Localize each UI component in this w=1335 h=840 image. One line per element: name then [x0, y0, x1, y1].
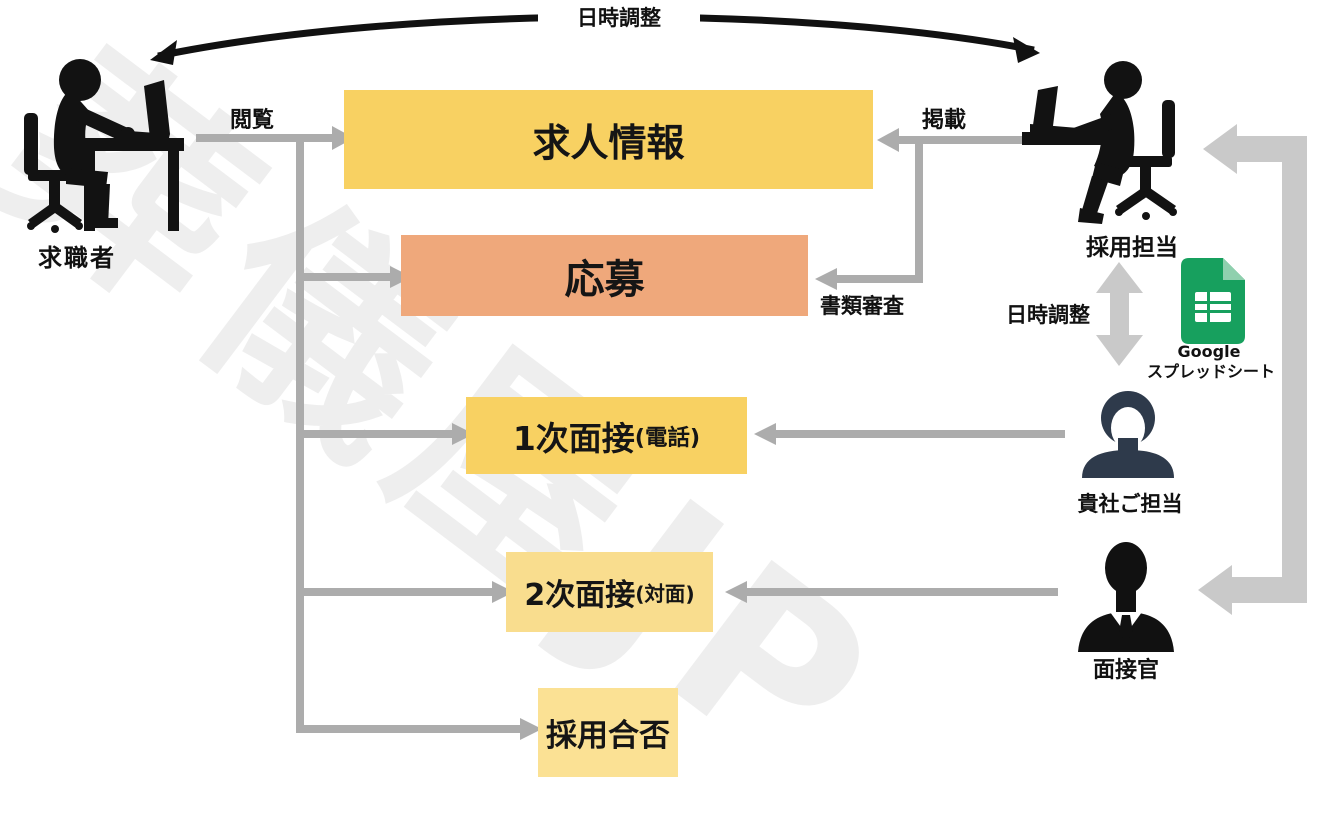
step-job-info: 求人情報	[344, 90, 873, 189]
interviewer-avatar	[1078, 542, 1174, 652]
second-interview-branch-arrow	[300, 581, 514, 603]
google-sheets-label-line1: Google	[1177, 342, 1241, 361]
top-schedule-label: 日時調整	[538, 2, 700, 34]
google-sheets-icon	[1181, 258, 1245, 344]
step-second-interview-label: 2次面接	[524, 578, 636, 613]
application-branch-arrow	[300, 266, 412, 288]
interviewer-label: 面接官	[1092, 658, 1159, 683]
step-job-info-label: 求人情報	[532, 121, 685, 165]
recruiter-at-desk-icon	[1022, 61, 1177, 224]
hiring-decision-branch-arrow	[296, 718, 542, 740]
company-contact-avatar	[1082, 391, 1174, 478]
feedback-loop-arrow	[1198, 124, 1307, 615]
step-first-interview-label: 1次面接	[512, 418, 635, 458]
browse-arrow	[196, 126, 354, 150]
step-hiring-decision-label: 採用合否	[546, 718, 670, 754]
step-hiring-decision: 採用合否	[538, 688, 678, 777]
second-interview-from-interviewer-arrow	[725, 581, 1058, 603]
step-application-label: 応募	[564, 256, 645, 303]
screening-arrow	[815, 136, 923, 290]
connector-layer	[150, 13, 1307, 740]
google-sheets-label-line2: スプレッドシート	[1147, 362, 1276, 381]
screening-label: 書類審査	[820, 294, 904, 318]
scheduling-double-arrow	[1096, 262, 1143, 366]
post-label: 掲載	[922, 108, 967, 133]
browse-label: 閲覧	[230, 108, 275, 133]
recruiter-label: 採用担当	[1086, 235, 1178, 261]
google-sheets-label: Google スプレッドシート	[1147, 342, 1276, 382]
first-interview-from-contact-arrow	[754, 423, 1065, 445]
step-second-interview-note: (対面)	[635, 582, 695, 606]
scheduling-label: 日時調整	[1006, 303, 1090, 327]
job-seeker-label: 求職者	[38, 244, 116, 272]
company-contact-label: 貴社ご担当	[1077, 492, 1183, 516]
job-seeker-at-desk-icon	[24, 59, 184, 233]
step-second-interview: 2次面接(対面)	[506, 552, 713, 632]
step-application: 応募	[401, 235, 808, 316]
step-first-interview-note: (電話)	[634, 424, 701, 451]
first-interview-branch-arrow	[300, 423, 474, 445]
step-first-interview: 1次面接(電話)	[466, 397, 747, 474]
